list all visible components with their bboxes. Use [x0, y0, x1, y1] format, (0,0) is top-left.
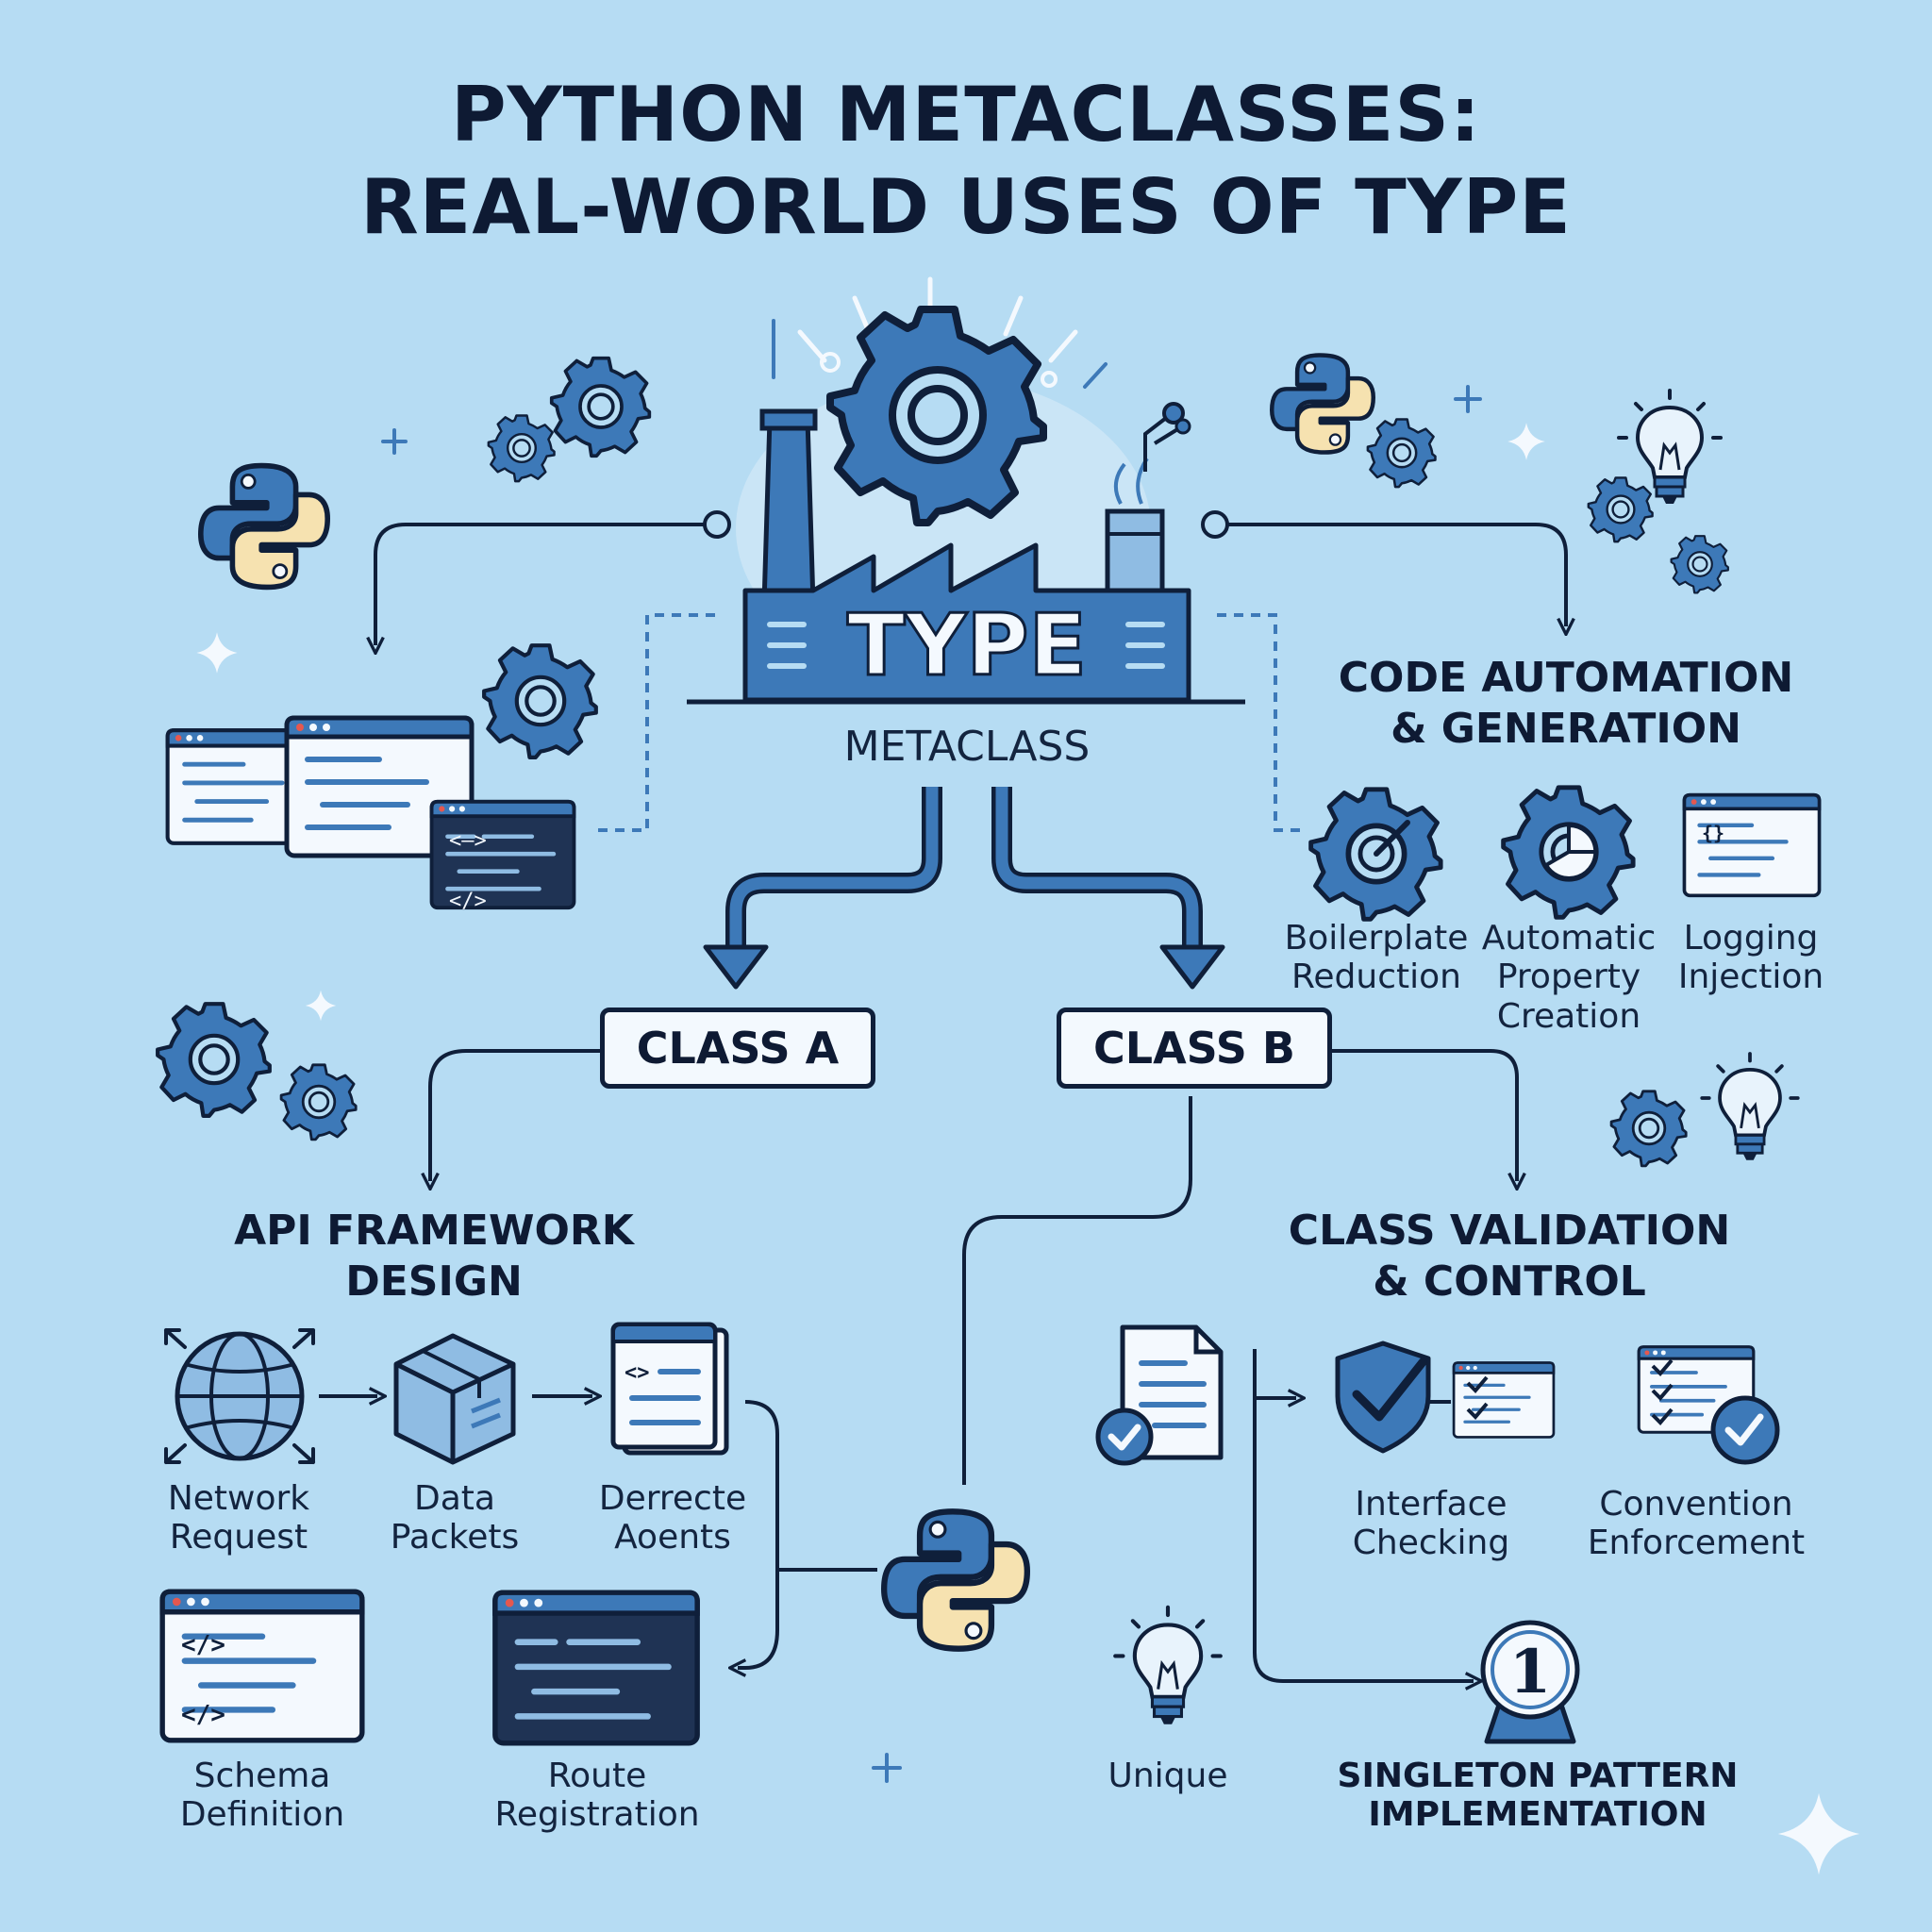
api-item-route-registration: Route Registration	[472, 1757, 723, 1835]
validation-item-convention-enforcement: Convention Enforcement	[1566, 1485, 1826, 1563]
lightbulb-icon	[1115, 1607, 1221, 1724]
item-label: Network	[167, 1479, 310, 1518]
shield-check-icon	[1335, 1341, 1431, 1454]
python-logo-icon	[201, 466, 327, 588]
svg-text:</>: </>	[449, 890, 487, 913]
validation-heading-line1: CLASS VALIDATION	[1288, 1207, 1731, 1255]
log-window-icon: {}	[1684, 795, 1819, 896]
validation-item-unique: Unique	[1108, 1757, 1228, 1795]
lightbulb-icon	[1700, 1052, 1800, 1162]
python-logo-icon	[1272, 355, 1374, 452]
item-label: Enforcement	[1587, 1524, 1806, 1563]
gear-icon	[549, 356, 652, 458]
class-b-box[interactable]: CLASS B	[1057, 1008, 1332, 1089]
item-label: SINGLETON PATTERN	[1337, 1757, 1739, 1795]
item-label: Derrecte	[598, 1479, 747, 1518]
page-title-line2: REAL-WORLD USES OF TYPE	[360, 163, 1572, 251]
class-a-box[interactable]: CLASS A	[600, 1008, 875, 1089]
svg-text:<>: <>	[625, 1361, 650, 1385]
metaclass-subtitle: METACLASS	[843, 723, 1091, 771]
api-heading-line1: API FRAMEWORK	[234, 1207, 634, 1255]
item-label: Aoents	[614, 1518, 731, 1557]
item-label: Route	[547, 1757, 647, 1795]
globe-icon	[164, 1328, 315, 1464]
sparkle-icon	[196, 632, 238, 674]
item-label: Definition	[179, 1795, 345, 1835]
gear-icon	[279, 1063, 358, 1141]
code-window-icon: </> </>	[162, 1591, 362, 1740]
factory-illustration	[687, 276, 1245, 705]
api-item-schema-definition: Schema Definition	[142, 1757, 383, 1835]
python-logo-icon	[884, 1511, 1027, 1648]
api-item-network-request: Network Request	[142, 1479, 336, 1557]
package-icon	[393, 1333, 516, 1465]
svg-text:<—>: <—>	[449, 829, 487, 853]
svg-text:</>: </>	[181, 1701, 225, 1729]
gear-icon	[484, 645, 596, 758]
item-label: IMPLEMENTATION	[1368, 1795, 1707, 1835]
item-label: Automatic	[1481, 919, 1657, 958]
gear-icon	[1366, 418, 1437, 489]
checklist-window-icon	[1454, 1363, 1554, 1438]
code-document-icon: <>	[610, 1322, 729, 1456]
type-label: TYPE	[845, 596, 1088, 695]
item-label: Registration	[494, 1795, 700, 1835]
gear-icon	[1609, 1090, 1688, 1168]
api-item-agents: Derrecte Aoents	[572, 1479, 774, 1557]
lightbulb-icon	[1617, 389, 1723, 506]
item-label: Convention	[1599, 1485, 1793, 1524]
item-label: Logging	[1683, 919, 1819, 958]
item-label: Schema	[193, 1757, 331, 1795]
automation-heading-line1: CODE AUTOMATION	[1338, 654, 1794, 702]
gear-icon	[1587, 476, 1654, 543]
gear-chart-icon	[1504, 788, 1633, 917]
checklist-icon	[1639, 1347, 1780, 1465]
api-heading-line2: DESIGN	[345, 1257, 523, 1306]
terminal-window-icon	[495, 1592, 697, 1743]
item-label: Injection	[1677, 958, 1824, 997]
sparkle-icon	[1507, 423, 1545, 460]
item-label: Interface	[1355, 1485, 1507, 1524]
api-item-data-packets: Data Packets	[355, 1479, 555, 1557]
validation-heading-line2: & CONTROL	[1373, 1257, 1646, 1306]
item-label: Creation	[1496, 996, 1641, 1036]
svg-text:</>: </>	[181, 1631, 225, 1659]
automation-item-3: Logging Injection	[1657, 919, 1845, 997]
automation-item-2: Automatic Property Creation	[1462, 919, 1675, 1036]
flow-arrows	[703, 787, 1225, 990]
sparkle-icon	[1777, 1792, 1860, 1875]
sparkle-icon	[305, 990, 337, 1022]
number-one-badge-icon: 1	[1480, 1620, 1580, 1744]
code-windows-illustration: <—> </>	[168, 718, 575, 913]
item-label: Reduction	[1291, 958, 1461, 997]
gear-icon	[158, 1004, 270, 1116]
item-label: Boilerplate	[1284, 919, 1469, 958]
item-label: Request	[169, 1518, 308, 1557]
gear-target-icon	[1311, 790, 1441, 919]
automation-item-1: Boilerplate Reduction	[1270, 919, 1483, 997]
page-title-line1: PYTHON METACLASSES:	[451, 71, 1481, 158]
gear-icon	[1670, 535, 1729, 594]
validation-item-interface-checking: Interface Checking	[1321, 1485, 1541, 1563]
item-label: Data	[414, 1479, 495, 1518]
svg-text:1: 1	[1509, 1637, 1552, 1707]
document-check-icon	[1098, 1327, 1221, 1463]
item-label: Checking	[1352, 1524, 1510, 1563]
validation-item-singleton: SINGLETON PATTERN IMPLEMENTATION	[1321, 1757, 1755, 1835]
svg-text:{}: {}	[1702, 822, 1724, 844]
item-label: Packets	[390, 1518, 520, 1557]
automation-heading-line2: & GENERATION	[1391, 705, 1741, 753]
item-label: Property	[1496, 958, 1641, 997]
gear-icon	[487, 414, 556, 483]
